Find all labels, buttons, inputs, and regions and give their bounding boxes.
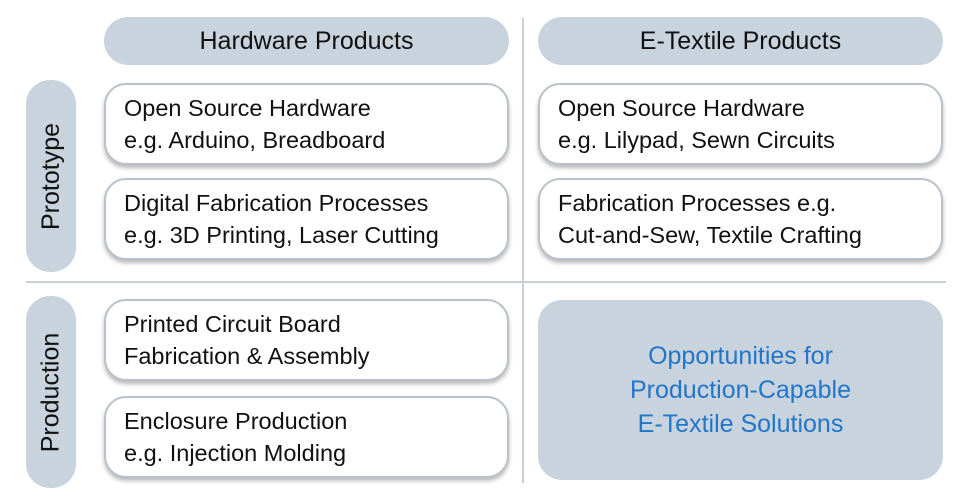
cell-line: Fabrication Processes e.g. xyxy=(558,190,837,216)
cell-line: e.g. Arduino, Breadboard xyxy=(124,127,386,153)
highlight-line: E-Textile Solutions xyxy=(637,410,844,438)
highlight-line: Production-Capable xyxy=(630,376,851,404)
cell-line: Fabrication & Assembly xyxy=(124,343,370,369)
column-header-etextile: E-Textile Products xyxy=(538,17,943,65)
row-header-prototype: Prototype xyxy=(26,80,76,272)
cell-line: Open Source Hardware xyxy=(124,95,371,121)
cell-production-hardware-enclosure: Enclosure Production e.g. Injection Mold… xyxy=(104,396,509,478)
cell-prototype-etextile-open-source: Open Source Hardware e.g. Lilypad, Sewn … xyxy=(538,83,943,165)
vertical-divider xyxy=(522,18,524,483)
cell-line: Printed Circuit Board xyxy=(124,311,341,337)
cell-line: e.g. Lilypad, Sewn Circuits xyxy=(558,127,835,153)
cell-prototype-hardware-open-source: Open Source Hardware e.g. Arduino, Bread… xyxy=(104,83,509,165)
row-header-production: Production xyxy=(26,296,76,488)
cell-production-hardware-pcb: Printed Circuit Board Fabrication & Asse… xyxy=(104,299,509,381)
cell-line: Digital Fabrication Processes xyxy=(124,190,429,216)
cell-prototype-hardware-digital-fabrication: Digital Fabrication Processes e.g. 3D Pr… xyxy=(104,178,509,260)
cell-line: e.g. 3D Printing, Laser Cutting xyxy=(124,222,439,248)
row-header-prototype-label: Prototype xyxy=(36,122,65,230)
cell-line: Enclosure Production xyxy=(124,408,348,434)
cell-production-etextile-opportunities: Opportunities for Production-Capable E-T… xyxy=(538,300,943,480)
cell-prototype-etextile-fabrication: Fabrication Processes e.g. Cut-and-Sew, … xyxy=(538,178,943,260)
cell-line: Open Source Hardware xyxy=(558,95,805,121)
column-header-hardware: Hardware Products xyxy=(104,17,509,65)
horizontal-divider xyxy=(26,281,946,283)
highlight-line: Opportunities for xyxy=(648,342,833,370)
cell-line: Cut-and-Sew, Textile Crafting xyxy=(558,222,862,248)
row-header-production-label: Production xyxy=(36,332,65,452)
cell-line: e.g. Injection Molding xyxy=(124,440,347,466)
